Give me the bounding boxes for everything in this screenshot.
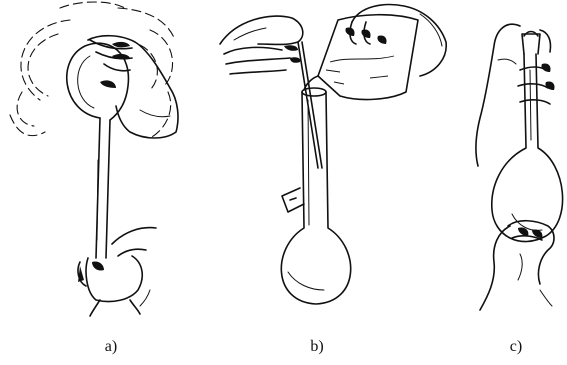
panel-b-illustration (220, 5, 446, 304)
panel-a-illustration (10, 2, 178, 316)
lower-hand-c (480, 221, 554, 310)
rod-hand (220, 16, 303, 74)
motion-lines (10, 2, 175, 138)
panel-c-illustration (476, 24, 563, 310)
caption-c: c) (496, 338, 536, 356)
caption-a: a) (91, 338, 131, 356)
lower-hand (78, 228, 156, 316)
caption-b: b) (297, 338, 337, 356)
upper-hand (88, 36, 178, 138)
beaker (304, 15, 418, 100)
upper-hand-c (476, 24, 555, 166)
